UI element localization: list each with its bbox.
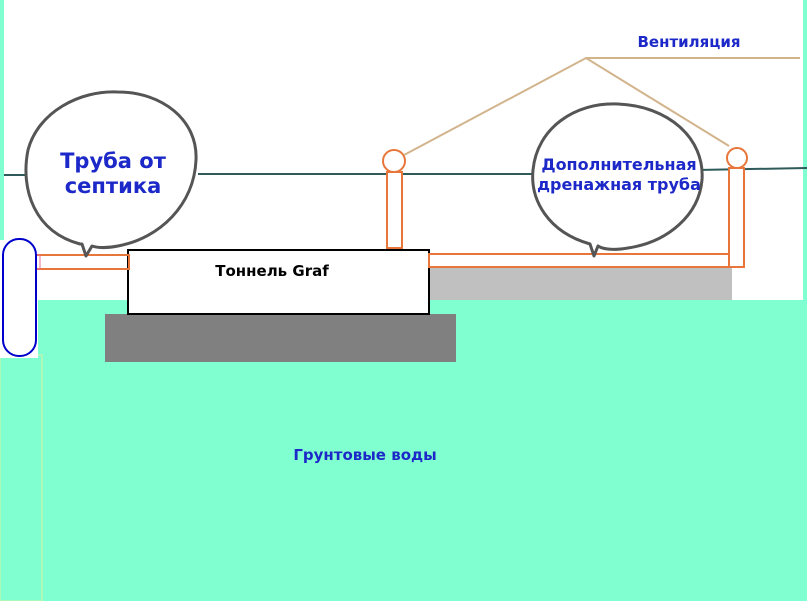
vent-riser-left xyxy=(386,171,403,249)
tunnel-label: Тоннель Graf xyxy=(215,262,329,280)
ground-line-right xyxy=(696,167,807,171)
septic-riser xyxy=(2,238,37,357)
groundwater-label: Грунтовые воды xyxy=(293,446,436,464)
gravel-bed-light xyxy=(428,266,732,300)
extra-drain-label-line2: дренажная труба xyxy=(537,175,701,194)
ventilation-label: Вентиляция xyxy=(637,33,740,51)
vent-riser-right xyxy=(728,167,745,268)
vent-cap-left xyxy=(382,149,406,173)
left-shaft-outline xyxy=(0,354,43,601)
graf-tunnel xyxy=(127,249,430,315)
gravel-bed-dark xyxy=(105,314,456,362)
septic-pipe-label-line1: Труба от xyxy=(60,149,167,173)
speech-bubble-drain xyxy=(531,102,704,258)
septic-pipe-label-line2: септика xyxy=(65,174,162,198)
speech-bubble-septic xyxy=(24,90,198,258)
vent-cap-right xyxy=(726,147,748,169)
extra-drain-label-line1: Дополнительная xyxy=(541,155,696,174)
